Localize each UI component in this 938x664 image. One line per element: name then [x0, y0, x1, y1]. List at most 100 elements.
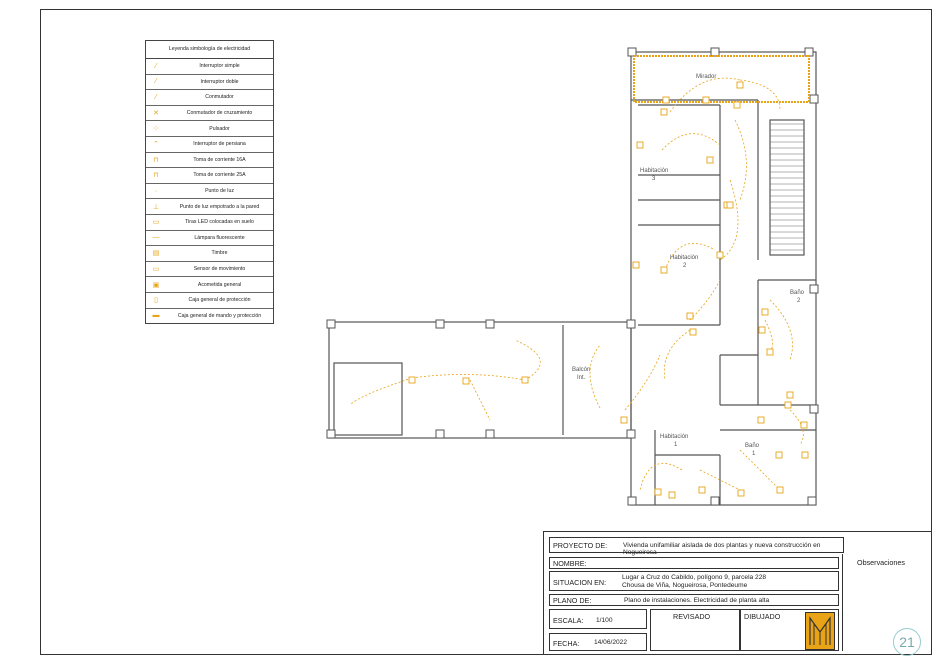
electric-point: [660, 108, 668, 116]
room-bano2-num: 2: [797, 298, 801, 304]
motion-sensor-icon: ▭: [152, 266, 160, 274]
electric-point: [761, 308, 769, 316]
electric-point: [689, 328, 697, 336]
wall-light-icon: ⊥: [152, 203, 160, 211]
electric-point: [668, 491, 676, 499]
situacion-row: SITUACION EN: Lugar a Cruz do Cabildo, p…: [549, 571, 839, 591]
electric-point: [733, 101, 741, 109]
led-strip: [633, 55, 810, 103]
legend-label: Caja general de mando y protección: [177, 312, 262, 319]
legend-label: Caja general de protección: [188, 297, 251, 304]
electric-point: [521, 376, 529, 384]
legend-row: ⁄ Interruptor simple: [146, 59, 273, 75]
electric-point: [758, 326, 766, 334]
service-entrance-icon: ▣: [152, 281, 160, 289]
socket-25a-icon: ⊓: [153, 172, 159, 180]
walls: [328, 51, 817, 506]
legend-row: ▭ Sensor de movimiento: [146, 262, 273, 278]
electric-point: [408, 376, 416, 384]
electric-point: [726, 201, 734, 209]
legend-label: Toma de corriente 25A: [193, 172, 246, 179]
commutator-icon: ⁄: [155, 93, 157, 101]
legend-row: ⁄ Interruptor doble: [146, 75, 273, 91]
legend-label: Lámpara fluorescente: [194, 234, 245, 241]
electric-point: [698, 486, 706, 494]
legend-row: ⌃ Interruptor de persiana: [146, 137, 273, 153]
legend-row: ⊥ Punto de luz empotrado a la pared: [146, 199, 273, 215]
room-bano1-num: 1: [752, 451, 756, 457]
switch-single-icon: ⁄: [155, 62, 157, 70]
room-bano2: Baño: [790, 290, 805, 296]
wiring: [349, 77, 804, 491]
legend-label: Interruptor de persiana: [193, 141, 246, 148]
legend-label: Conmutador: [205, 94, 234, 101]
electric-point: [654, 488, 662, 496]
stair-treads: [770, 123, 804, 251]
drawing-sheet: [40, 9, 932, 655]
legend-label: Sensor de movimiento: [193, 266, 246, 273]
electric-point: [736, 81, 744, 89]
observaciones-cell: Observaciones: [842, 554, 928, 651]
electric-point: [686, 312, 694, 320]
escala-cell: ESCALA: 1/100: [549, 609, 647, 629]
legend-row: · Punto de luz: [146, 184, 273, 200]
fluorescent-icon: —: [152, 234, 160, 242]
electric-points: [408, 81, 809, 499]
legend-row: — Lámpara fluorescente: [146, 231, 273, 247]
legend-table: Leyenda simbología de electricidad ⁄ Inte…: [145, 40, 274, 325]
room-hab1-num: 1: [674, 442, 678, 448]
room-mirador: Mirador: [696, 74, 717, 80]
legend-label: Punto de luz: [205, 188, 234, 195]
electric-point: [620, 416, 628, 424]
room-bano1: Baño: [745, 443, 760, 449]
legend-label: Toma de corriente 16A: [193, 156, 246, 163]
legend-row: ⁄ Conmutador: [146, 90, 273, 106]
electric-point: [702, 96, 710, 104]
plano-row: PLANO DE: Plano de instalaciones. Electr…: [549, 594, 839, 606]
push-button-icon: ○: [153, 125, 159, 133]
led-strip-icon: ▭: [152, 219, 160, 227]
legend-label: Interruptor simple: [199, 63, 240, 70]
legend-row: ▣Acometida general: [146, 277, 273, 293]
legend-label: Interruptor doble: [200, 78, 239, 85]
proyecto-row: PROYECTO DE: Vivienda unifamiliar aislad…: [549, 537, 844, 556]
room-hab1: Habitación: [660, 434, 689, 440]
legend-row: ⊓ Toma de corriente 16A: [146, 153, 273, 169]
room-hab3-num: 3: [652, 176, 656, 182]
electric-point: [662, 96, 670, 104]
page-number: 21: [893, 628, 921, 656]
electric-point: [706, 156, 714, 164]
electric-point: [775, 451, 783, 459]
legend-label: Conmutador de cruzamiento: [186, 110, 253, 117]
legend-label: Punto de luz empotrado a la pared: [179, 203, 260, 210]
electric-point: [632, 261, 640, 269]
cross-commutator-icon: ✕: [153, 110, 159, 118]
electric-point: [766, 348, 774, 356]
room-balcon-sub: Int.: [577, 375, 586, 381]
legend-row: ○Pulsador: [146, 121, 273, 137]
room-hab2-num: 2: [683, 263, 687, 269]
blind-switch-icon: ⌃: [153, 141, 159, 149]
legend-label: Timbre: [211, 250, 228, 257]
legend-title: Leyenda simbología de electricidad: [146, 41, 273, 59]
legend-row: ▯ Caja general de protección: [146, 293, 273, 309]
protection-box-icon: ▯: [154, 297, 158, 305]
electric-point: [801, 451, 809, 459]
room-hab3: Habitación: [640, 168, 669, 174]
room-hab2: Habitación: [670, 255, 699, 261]
electric-point: [800, 421, 808, 429]
switch-double-icon: ⁄: [155, 78, 157, 86]
electric-point: [462, 377, 470, 385]
nombre-row: NOMBRE:: [549, 557, 839, 569]
socket-16a-icon: ⊓: [153, 156, 159, 164]
light-point-icon: ·: [154, 187, 158, 195]
electric-point: [660, 266, 668, 274]
electric-point: [716, 251, 724, 259]
electric-point: [776, 486, 784, 494]
fecha-cell: FECHA: 14/06/2022: [549, 633, 647, 651]
revisado-cell: REVISADO: [650, 609, 740, 651]
electric-point: [636, 141, 644, 149]
columns: [326, 47, 819, 506]
legend-row: ▭Tiras LED colocadas en suelo: [146, 215, 273, 231]
legend-row: ▬Caja general de mando y protección: [146, 309, 273, 324]
